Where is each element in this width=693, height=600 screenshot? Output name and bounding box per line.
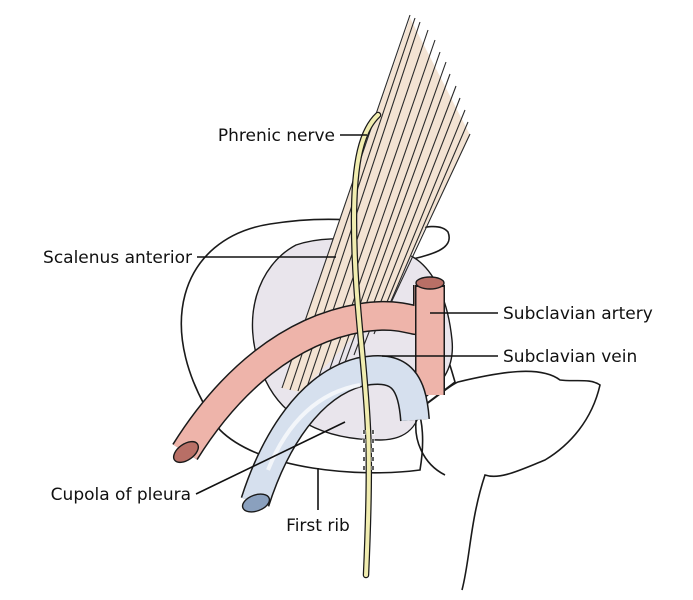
label-cupola-of-pleura: Cupola of pleura <box>51 485 191 505</box>
subclavian-vein <box>240 355 430 513</box>
subclavian-vein-cut-end <box>241 493 271 513</box>
label-subclavian-vein: Subclavian vein <box>503 347 637 367</box>
adjacent-bone-outline <box>415 370 601 591</box>
subclavian-artery <box>172 276 445 464</box>
subclavian-artery-cut-end <box>172 440 200 464</box>
label-phrenic-nerve: Phrenic nerve <box>218 126 335 146</box>
label-first-rib: First rib <box>286 516 350 536</box>
artery-branch-cut-end <box>415 276 445 290</box>
leader-lines <box>195 134 498 510</box>
leader-cupola-of-pleura <box>195 421 346 495</box>
label-scalenus-anterior: Scalenus anterior <box>43 248 192 268</box>
phrenic-nerve <box>350 111 382 579</box>
label-subclavian-artery: Subclavian artery <box>503 304 653 324</box>
